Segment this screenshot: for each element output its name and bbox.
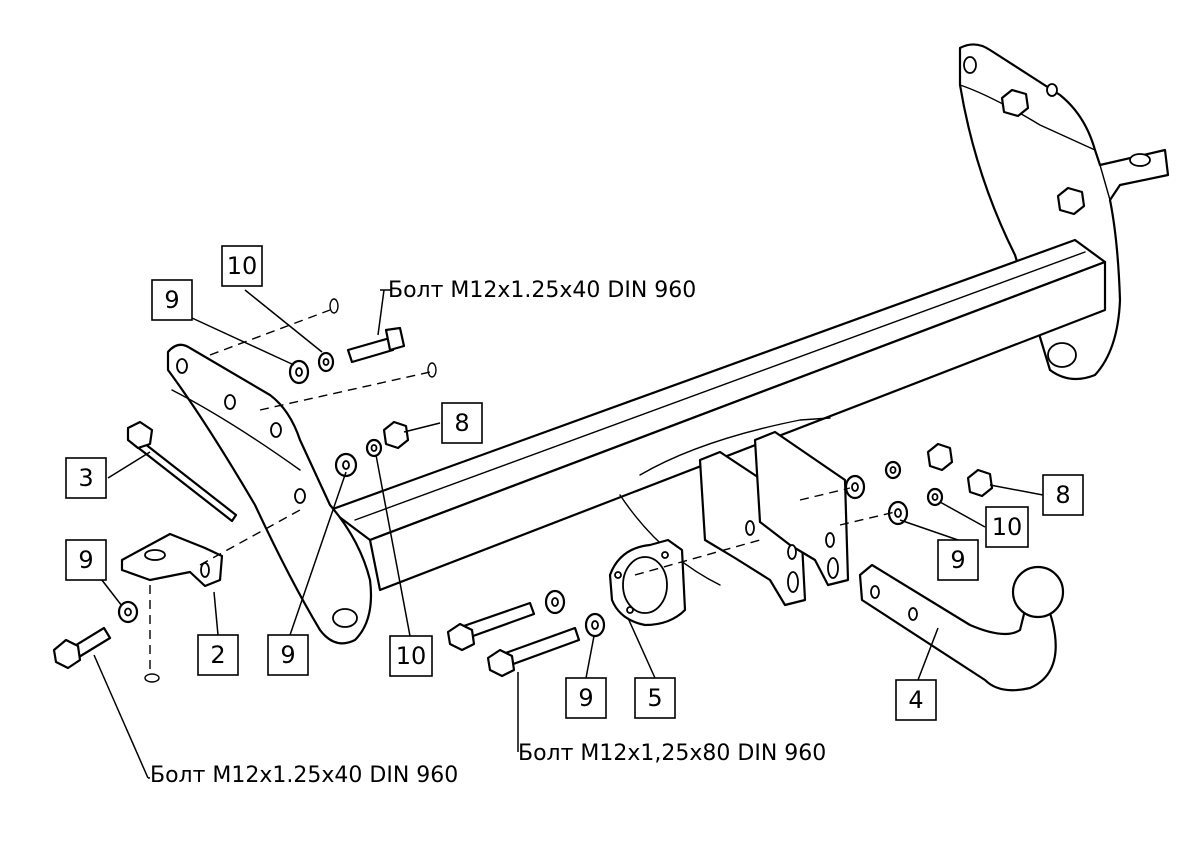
callout-label: 2 <box>210 641 225 669</box>
socket-plate <box>608 538 687 627</box>
callout-9-bottom: 9 <box>565 677 607 719</box>
callout-label: 8 <box>1055 481 1070 509</box>
assembly-axes <box>144 298 896 683</box>
callout-label: 8 <box>454 409 469 437</box>
callout-2: 2 <box>197 634 239 676</box>
callout-9-left: 9 <box>65 539 107 581</box>
callout-8-left: 8 <box>441 402 483 444</box>
callout-label: 9 <box>950 546 965 574</box>
center-receiver-brackets <box>619 417 850 607</box>
bolt-bottom-center-2 <box>486 626 581 678</box>
left-mounting-bracket <box>166 343 373 645</box>
callout-label: 5 <box>647 684 662 712</box>
callout-5: 5 <box>634 677 676 719</box>
leader-lines <box>93 289 1044 779</box>
bolt-note-bottom-left: Болт M12x1.25x40 DIN 960 <box>150 763 458 788</box>
bolt-bottom-left <box>52 626 112 670</box>
callout-label: 10 <box>396 642 427 670</box>
callout-8-right: 8 <box>1042 474 1084 516</box>
callout-label: 10 <box>992 513 1023 541</box>
callout-label: 9 <box>280 641 295 669</box>
ball-mount <box>858 563 1065 692</box>
callout-10-right: 10 <box>985 506 1029 548</box>
callout-3: 3 <box>65 457 107 499</box>
bolt-note-top: Болт M12x1.25x40 DIN 960 <box>388 278 696 303</box>
callout-10-mid: 10 <box>389 635 433 677</box>
main-crossbar <box>328 238 1107 592</box>
callout-label: 10 <box>227 252 258 280</box>
callout-9-right: 9 <box>937 539 979 581</box>
callout-9-top: 9 <box>151 279 193 321</box>
callout-label: 9 <box>78 546 93 574</box>
bolt-top <box>346 326 406 364</box>
right-mounting-bracket <box>958 43 1170 381</box>
small-bracket-2 <box>120 532 224 588</box>
bolt-bottom-center-1 <box>446 601 536 652</box>
callout-9-mid: 9 <box>267 634 309 676</box>
callout-label: 3 <box>78 464 93 492</box>
callout-label: 4 <box>908 686 923 714</box>
stud-3 <box>126 420 238 523</box>
washers-and-nuts <box>117 351 994 638</box>
callout-10-top: 10 <box>221 245 263 287</box>
callout-label: 9 <box>164 286 179 314</box>
bolt-note-bottom-center: Болт M12x1,25x80 DIN 960 <box>518 741 826 766</box>
callout-4: 4 <box>895 679 937 721</box>
callout-label: 9 <box>578 684 593 712</box>
